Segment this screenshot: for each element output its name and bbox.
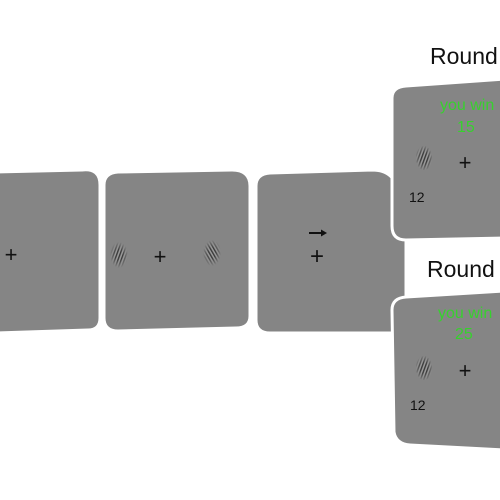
fixation-cross: + [310, 243, 324, 270]
fixation-cross: + [154, 244, 167, 269]
option-value: 12 [410, 397, 426, 413]
fixation-cross: + [459, 358, 472, 383]
grating-icon [110, 242, 128, 268]
win-label: you win [438, 305, 492, 322]
win-amount: 25 [455, 326, 473, 343]
win-amount: 15 [457, 119, 475, 136]
round-1-panel: Round you win 15 + 12 [390, 43, 500, 242]
cue-screen: + [254, 168, 408, 335]
arrow-right-icon [309, 229, 327, 237]
grating-icon [203, 240, 221, 266]
grating-icon [416, 356, 432, 380]
fixation-screen: + [0, 168, 102, 335]
grating-icon [416, 146, 432, 170]
round-2-panel: Round you win 25 + 12 [390, 256, 500, 452]
stimulus-screen: + [102, 168, 252, 333]
fixation-cross: + [459, 150, 472, 175]
fixation-cross: + [5, 242, 18, 267]
round-title: Round [427, 256, 495, 282]
win-label: you win [440, 97, 494, 114]
round-title: Round [430, 43, 498, 69]
option-value: 12 [409, 189, 425, 205]
